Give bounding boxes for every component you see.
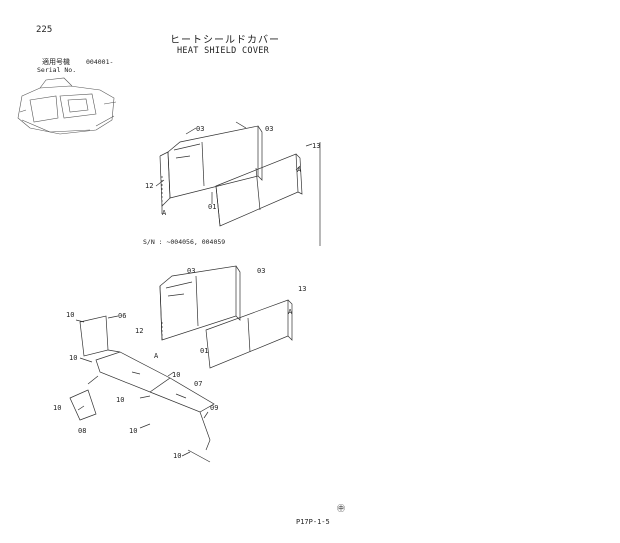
- callout-upper-01: 01: [208, 203, 216, 211]
- serial-label-japanese: 適用号機: [42, 58, 70, 66]
- callout-lower-10-d: 10: [53, 404, 61, 412]
- page-number: 225: [36, 25, 53, 35]
- page-mark: ㊥: [337, 504, 345, 513]
- callout-lower-01: 01: [200, 347, 208, 355]
- callout-lower-08: 08: [78, 427, 86, 435]
- callout-upper-A-2: A: [162, 209, 167, 217]
- callout-upper-13: 13: [312, 142, 320, 150]
- callout-lower-13: 13: [298, 285, 306, 293]
- callout-lower-06: 06: [118, 312, 126, 320]
- callout-lower-10-e: 10: [116, 396, 124, 404]
- title-japanese: ヒートシールドカバー: [170, 35, 280, 46]
- callout-lower-09: 09: [210, 404, 218, 412]
- callout-lower-03-a: 03: [187, 267, 195, 275]
- machine-thumbnail: [17, 77, 117, 135]
- callout-lower-A-2: A: [154, 352, 159, 360]
- callout-lower-10-f: 10: [129, 427, 137, 435]
- page-reference: P17P-1-5: [296, 518, 330, 526]
- callout-upper-12: 12: [145, 182, 153, 190]
- callout-lower-10-b: 10: [69, 354, 77, 362]
- callout-lower-03-b: 03: [257, 267, 265, 275]
- callout-upper-03-b: 03: [265, 125, 273, 133]
- callout-lower-10-c: 10: [172, 371, 180, 379]
- serial-label-english: Serial No.: [37, 66, 77, 74]
- callout-lower-A-1: A: [288, 308, 293, 316]
- callout-upper-A-1: A: [297, 166, 302, 174]
- lower-view-drawing: [69, 265, 293, 463]
- callout-lower-12: 12: [135, 327, 143, 335]
- callout-lower-07: 07: [194, 380, 202, 388]
- upper-view-drawing: [155, 121, 321, 246]
- serial-range-note: S/N : ~004056, 004059: [143, 238, 226, 246]
- serial-range: 004001-: [86, 58, 114, 66]
- callout-upper-03-a: 03: [196, 125, 204, 133]
- callout-lower-10-g: 10: [173, 452, 181, 460]
- title-english: HEAT SHIELD COVER: [177, 46, 270, 56]
- callout-lower-10-a: 10: [66, 311, 74, 319]
